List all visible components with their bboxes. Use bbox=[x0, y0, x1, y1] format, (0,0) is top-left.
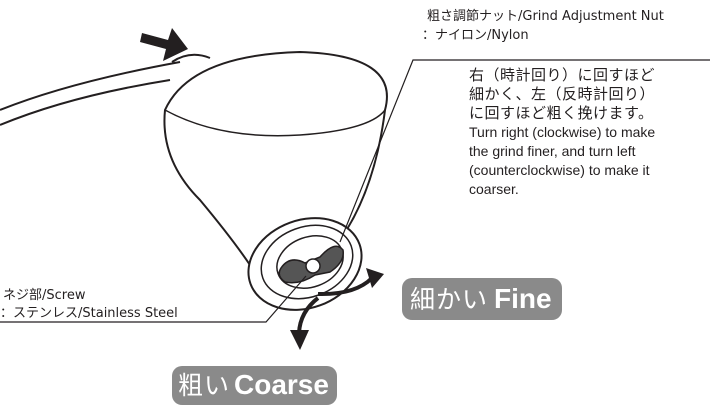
nut-center bbox=[305, 258, 321, 274]
push-arrow-icon bbox=[140, 28, 188, 61]
instruction-jp-line3: に回すほど粗く挽けます。 bbox=[469, 104, 654, 122]
fine-arrow-icon bbox=[317, 276, 374, 297]
instruction-en-line1: Turn right (clockwise) to make bbox=[469, 124, 656, 140]
coarse-badge: 粗い Coarse bbox=[172, 366, 337, 405]
nut-leader-line bbox=[339, 59, 710, 243]
instruction-jp-line1: 右（時計回り）に回すほど bbox=[469, 66, 656, 84]
screw-label-line2: ：ステンレス/Stainless Steel bbox=[0, 306, 178, 321]
instruction-en-line4: coarser. bbox=[469, 181, 519, 197]
instruction-note: 右（時計回り）に回すほど 細かく、左（反時計回り） に回すほど粗く挽けます。 T… bbox=[469, 66, 704, 199]
coarse-badge-en: Coarse bbox=[234, 369, 329, 400]
handle-arm bbox=[0, 61, 181, 126]
nut-label-line1: 粗さ調節ナット/Grind Adjustment Nut bbox=[427, 9, 664, 24]
instruction-en-line3: (counterclockwise) to make it bbox=[469, 162, 650, 178]
instruction-jp-line2: 細かく、左（反時計回り） bbox=[469, 85, 656, 103]
instruction-en-line2: the grind finer, and turn left bbox=[469, 143, 636, 159]
handle-knob bbox=[171, 53, 211, 63]
screw-leader-line bbox=[0, 275, 307, 323]
nut-label-line2: ：ナイロン/Nylon bbox=[422, 28, 529, 43]
screw-label-line1: ネジ部/Screw bbox=[3, 288, 86, 303]
coarse-arrow-icon bbox=[297, 296, 320, 334]
fine-badge-jp: 細かい bbox=[410, 285, 489, 314]
coarse-badge-jp: 粗い bbox=[178, 371, 231, 400]
grinder-rim bbox=[164, 109, 386, 137]
fine-badge-en: Fine bbox=[494, 283, 552, 314]
fine-badge: 細かい Fine bbox=[402, 278, 562, 320]
